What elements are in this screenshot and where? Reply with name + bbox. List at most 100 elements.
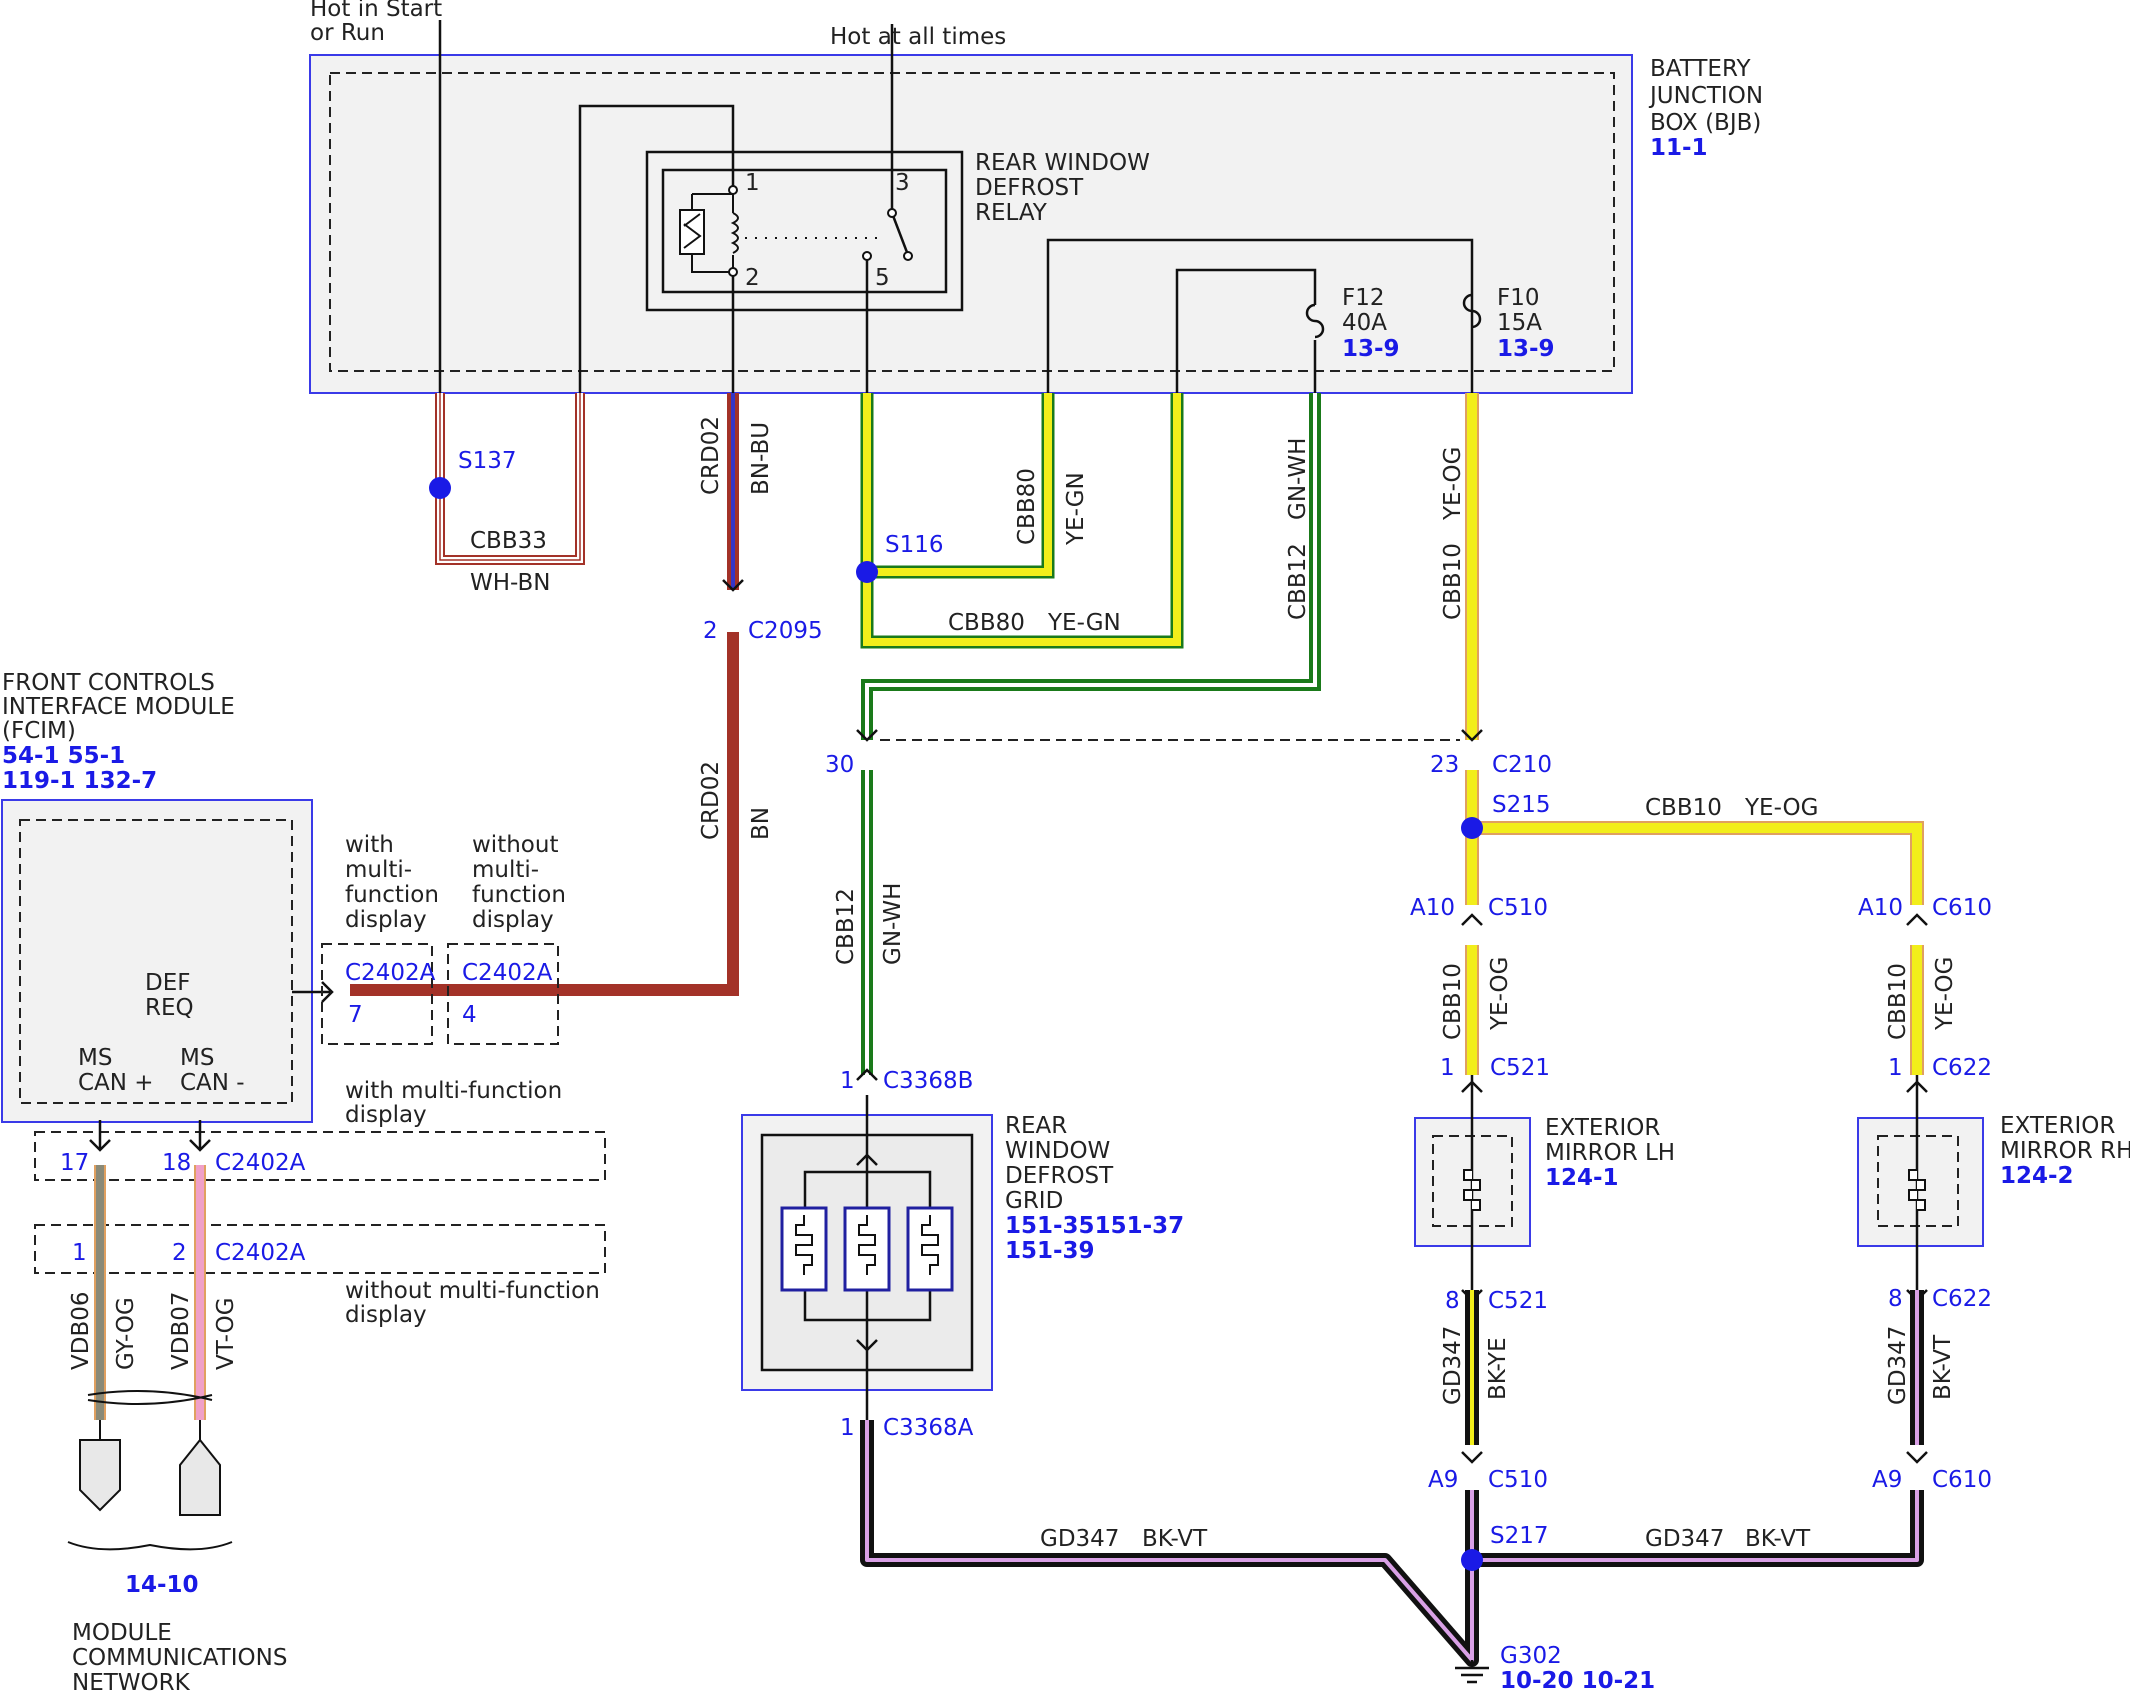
- bjb-internal-wiring: [438, 20, 1474, 393]
- f10-amp: 15A: [1497, 310, 1542, 336]
- gd347-h1-label: GD347: [1040, 1526, 1119, 1552]
- bjb-label-1: BATTERY: [1650, 56, 1751, 82]
- def-req-label-2: REQ: [145, 995, 194, 1021]
- cbb80-horizontal-label: CBB80: [948, 610, 1025, 636]
- mirror-rh-ref[interactable]: 124-2: [2000, 1163, 2074, 1189]
- with-mfd-label-1: with: [345, 832, 394, 858]
- splice-s217: [1461, 1549, 1483, 1571]
- wh-bn-label: WH-BN: [470, 570, 551, 596]
- splice-s116-label: S116: [885, 532, 944, 558]
- f10-label: F10: [1497, 285, 1540, 311]
- f12-ref[interactable]: 13-9: [1342, 336, 1400, 362]
- c510-c610-connector-icons: [1461, 913, 1928, 926]
- f10-ref[interactable]: 13-9: [1497, 336, 1555, 362]
- c2095-label: C2095: [748, 618, 823, 644]
- rear-window-defrost-grid: [741, 1095, 993, 1420]
- fuse-f10: [1462, 293, 1482, 329]
- cbb12-mid-label: CBB12: [833, 888, 859, 965]
- grid-label-3: DEFROST: [1005, 1163, 1114, 1189]
- grid-label-1: REAR: [1005, 1113, 1067, 1139]
- network-terminal-icon-1: [79, 1420, 121, 1512]
- battery-junction-box: [309, 54, 1633, 394]
- ms-can-minus-label-2: CAN -: [180, 1070, 245, 1096]
- def-req-label-1: DEF: [145, 970, 190, 996]
- bk-ye-label: BK-YE: [1485, 1337, 1511, 1400]
- vt-og-label: VT-OG: [213, 1297, 239, 1370]
- a10-left-label: A10: [1410, 895, 1455, 921]
- ms-can-plus-label-1: MS: [78, 1045, 112, 1071]
- cbb10-left-label: CBB10: [1440, 963, 1466, 1040]
- bk-vt-h2-label: BK-VT: [1745, 1526, 1811, 1552]
- fcim-ref-a[interactable]: 54-1 55-1: [2, 743, 125, 769]
- bn-mid-label: BN: [748, 807, 774, 840]
- c2-pin: 2: [172, 1240, 187, 1266]
- c2402a-can1-label: C2402A: [215, 1150, 306, 1176]
- c210-label: C210: [1492, 752, 1552, 778]
- network-label-3: NETWORK: [72, 1670, 191, 1692]
- g302-label: G302: [1500, 1643, 1562, 1669]
- with-mfd-line-1: with multi-function: [345, 1078, 562, 1104]
- hot-start-run-label-1: Hot in Start: [310, 0, 442, 22]
- splice-s215: [1461, 817, 1483, 839]
- bjb-ref[interactable]: 11-1: [1650, 135, 1708, 161]
- without-mfd-line-2: display: [345, 1302, 427, 1328]
- c3368a-label: C3368A: [883, 1415, 974, 1441]
- cbb10-top-label: CBB10: [1440, 543, 1466, 620]
- ms-can-plus-label-2: CAN +: [78, 1070, 154, 1096]
- with-mfd-label-2: multi-: [345, 857, 412, 883]
- splice-s137: [429, 477, 451, 499]
- network-label-2: COMMUNICATIONS: [72, 1645, 287, 1671]
- ye-og-left-label: YE-OG: [1487, 957, 1513, 1031]
- gd347-left-label: GD347: [1440, 1326, 1466, 1405]
- f12-label: F12: [1342, 285, 1385, 311]
- relay-pin-5: 5: [875, 265, 890, 291]
- c622-top-label: C622: [1932, 1055, 1992, 1081]
- ye-gn-vertical-label: YE-GN: [1063, 472, 1089, 546]
- connector-c2402a-can-without-mfd: [34, 1224, 606, 1274]
- cbb80-vertical-label: CBB80: [1014, 468, 1040, 545]
- c521-bottom-label: C521: [1488, 1288, 1548, 1314]
- crd02-mid-label: CRD02: [698, 761, 724, 840]
- cbb10-right-label: CBB10: [1885, 963, 1911, 1040]
- grid-ref-b[interactable]: 151-39: [1005, 1238, 1095, 1264]
- relay-pin-1: 1: [745, 170, 760, 196]
- bn-bu-label: BN-BU: [748, 422, 774, 495]
- gn-wh-mid-label: GN-WH: [880, 883, 906, 965]
- vdb07-label: VDB07: [168, 1292, 194, 1371]
- cbb12-top-label: CBB12: [1285, 543, 1311, 620]
- cbb33-label: CBB33: [470, 528, 547, 554]
- bjb-label-2: JUNCTION: [1648, 83, 1763, 109]
- c18-pin: 18: [162, 1150, 191, 1176]
- grid-ref-a[interactable]: 151-35151-37: [1005, 1213, 1184, 1239]
- gy-og-label: GY-OG: [113, 1297, 139, 1370]
- c622-top-pin: 1: [1888, 1055, 1903, 1081]
- c2402a-b-label: C2402A: [462, 960, 553, 986]
- mirror-rh-label-2: MIRROR RH: [2000, 1138, 2130, 1164]
- c3368b-pin: 1: [840, 1068, 855, 1094]
- without-mfd-label-3: function: [472, 882, 566, 908]
- gd347-h2-label: GD347: [1645, 1526, 1724, 1552]
- network-terminal-icon-2: [179, 1420, 221, 1516]
- c510-bottom-label: C510: [1488, 1467, 1548, 1493]
- c2402a-a-pin: 7: [348, 1002, 363, 1028]
- c17-pin: 17: [60, 1150, 89, 1176]
- c3368a-pin: 1: [840, 1415, 855, 1441]
- connector-c2402a-can-with-mfd: [34, 1131, 606, 1181]
- gn-wh-top-label: GN-WH: [1285, 438, 1311, 520]
- fcim-ref-b[interactable]: 119-1 132-7: [2, 768, 157, 794]
- network-ref[interactable]: 14-10: [125, 1572, 199, 1598]
- c2402a-can2-label: C2402A: [215, 1240, 306, 1266]
- def-req-arrow: [292, 981, 334, 1003]
- exterior-mirror-rh: [1857, 1075, 1984, 1302]
- splice-s215-label: S215: [1492, 792, 1551, 818]
- with-mfd-label-4: display: [345, 907, 427, 933]
- splice-s137-label: S137: [458, 448, 517, 474]
- mirror-lh-ref[interactable]: 124-1: [1545, 1165, 1619, 1191]
- g302-ref[interactable]: 10-20 10-21: [1500, 1668, 1655, 1692]
- wire-cbb80-ye-gn: [860, 393, 1184, 649]
- ye-og-horizontal-label: YE-OG: [1744, 795, 1818, 821]
- c30-pin: 30: [825, 752, 854, 778]
- twisted-pair-icon: [87, 1390, 213, 1405]
- bk-vt-h1-label: BK-VT: [1142, 1526, 1208, 1552]
